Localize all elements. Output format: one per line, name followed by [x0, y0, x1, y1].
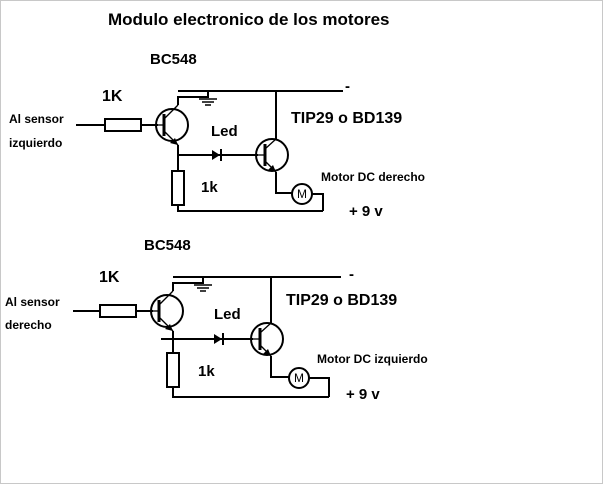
ground-symbol [199, 98, 217, 106]
led-label: Led [211, 123, 238, 140]
base-resistor [166, 352, 180, 388]
input-resistor [99, 304, 137, 318]
motor-wire [270, 356, 289, 378]
sensor-label-line2: derecho [5, 318, 52, 332]
motor-wire [275, 172, 292, 194]
motor-symbol-letter: M [294, 371, 304, 385]
motor-return-wire [312, 193, 324, 211]
sensor-label-line1: Al sensor [5, 295, 60, 309]
bc548-label: BC548 [144, 237, 191, 254]
rail-negative-label: - [349, 266, 354, 283]
motor-label: Motor DC derecho [321, 170, 425, 184]
rail-positive-label: + 9 v [349, 203, 383, 220]
sensor-label-line2: izquierdo [9, 136, 62, 150]
motor-label: Motor DC izquierdo [317, 352, 428, 366]
input-resistor-label: 1K [102, 88, 123, 105]
tip29-label: TIP29 o BD139 [286, 292, 397, 309]
bc548-label: BC548 [150, 51, 197, 68]
transistor-bc548 [155, 104, 189, 146]
led-diode [212, 149, 222, 161]
rail-negative-label: - [345, 78, 350, 95]
base-resistor-label: 1k [201, 179, 218, 196]
circuit-right-sensor: - M BC548 1K Al sensor derecho Led TIP29… [5, 237, 428, 403]
transistor-tip29 [250, 322, 284, 357]
ground-symbol [194, 284, 212, 292]
circuit-left-sensor: - M BC548 1K Al sensor izquierdo [9, 51, 425, 220]
input-resistor [104, 118, 142, 132]
positive-rail-wire [172, 387, 329, 398]
led-diode [214, 333, 224, 345]
transistor-bc548 [150, 290, 184, 332]
collector-wire [172, 277, 204, 291]
motor-return-wire [309, 377, 330, 397]
tip29-label: TIP29 o BD139 [291, 110, 402, 127]
sensor-label-line1: Al sensor [9, 112, 64, 126]
diagram-title: Modulo electronico de los motores [108, 10, 389, 29]
transistor-tip29 [255, 138, 289, 173]
base-resistor [171, 170, 185, 206]
motor-symbol-letter: M [297, 187, 307, 201]
positive-rail-wire [177, 205, 323, 212]
input-resistor-label: 1K [99, 269, 120, 286]
base-resistor-label: 1k [198, 363, 215, 380]
rail-positive-label: + 9 v [346, 386, 380, 403]
led-label: Led [214, 306, 241, 323]
collector-wire [177, 91, 209, 105]
